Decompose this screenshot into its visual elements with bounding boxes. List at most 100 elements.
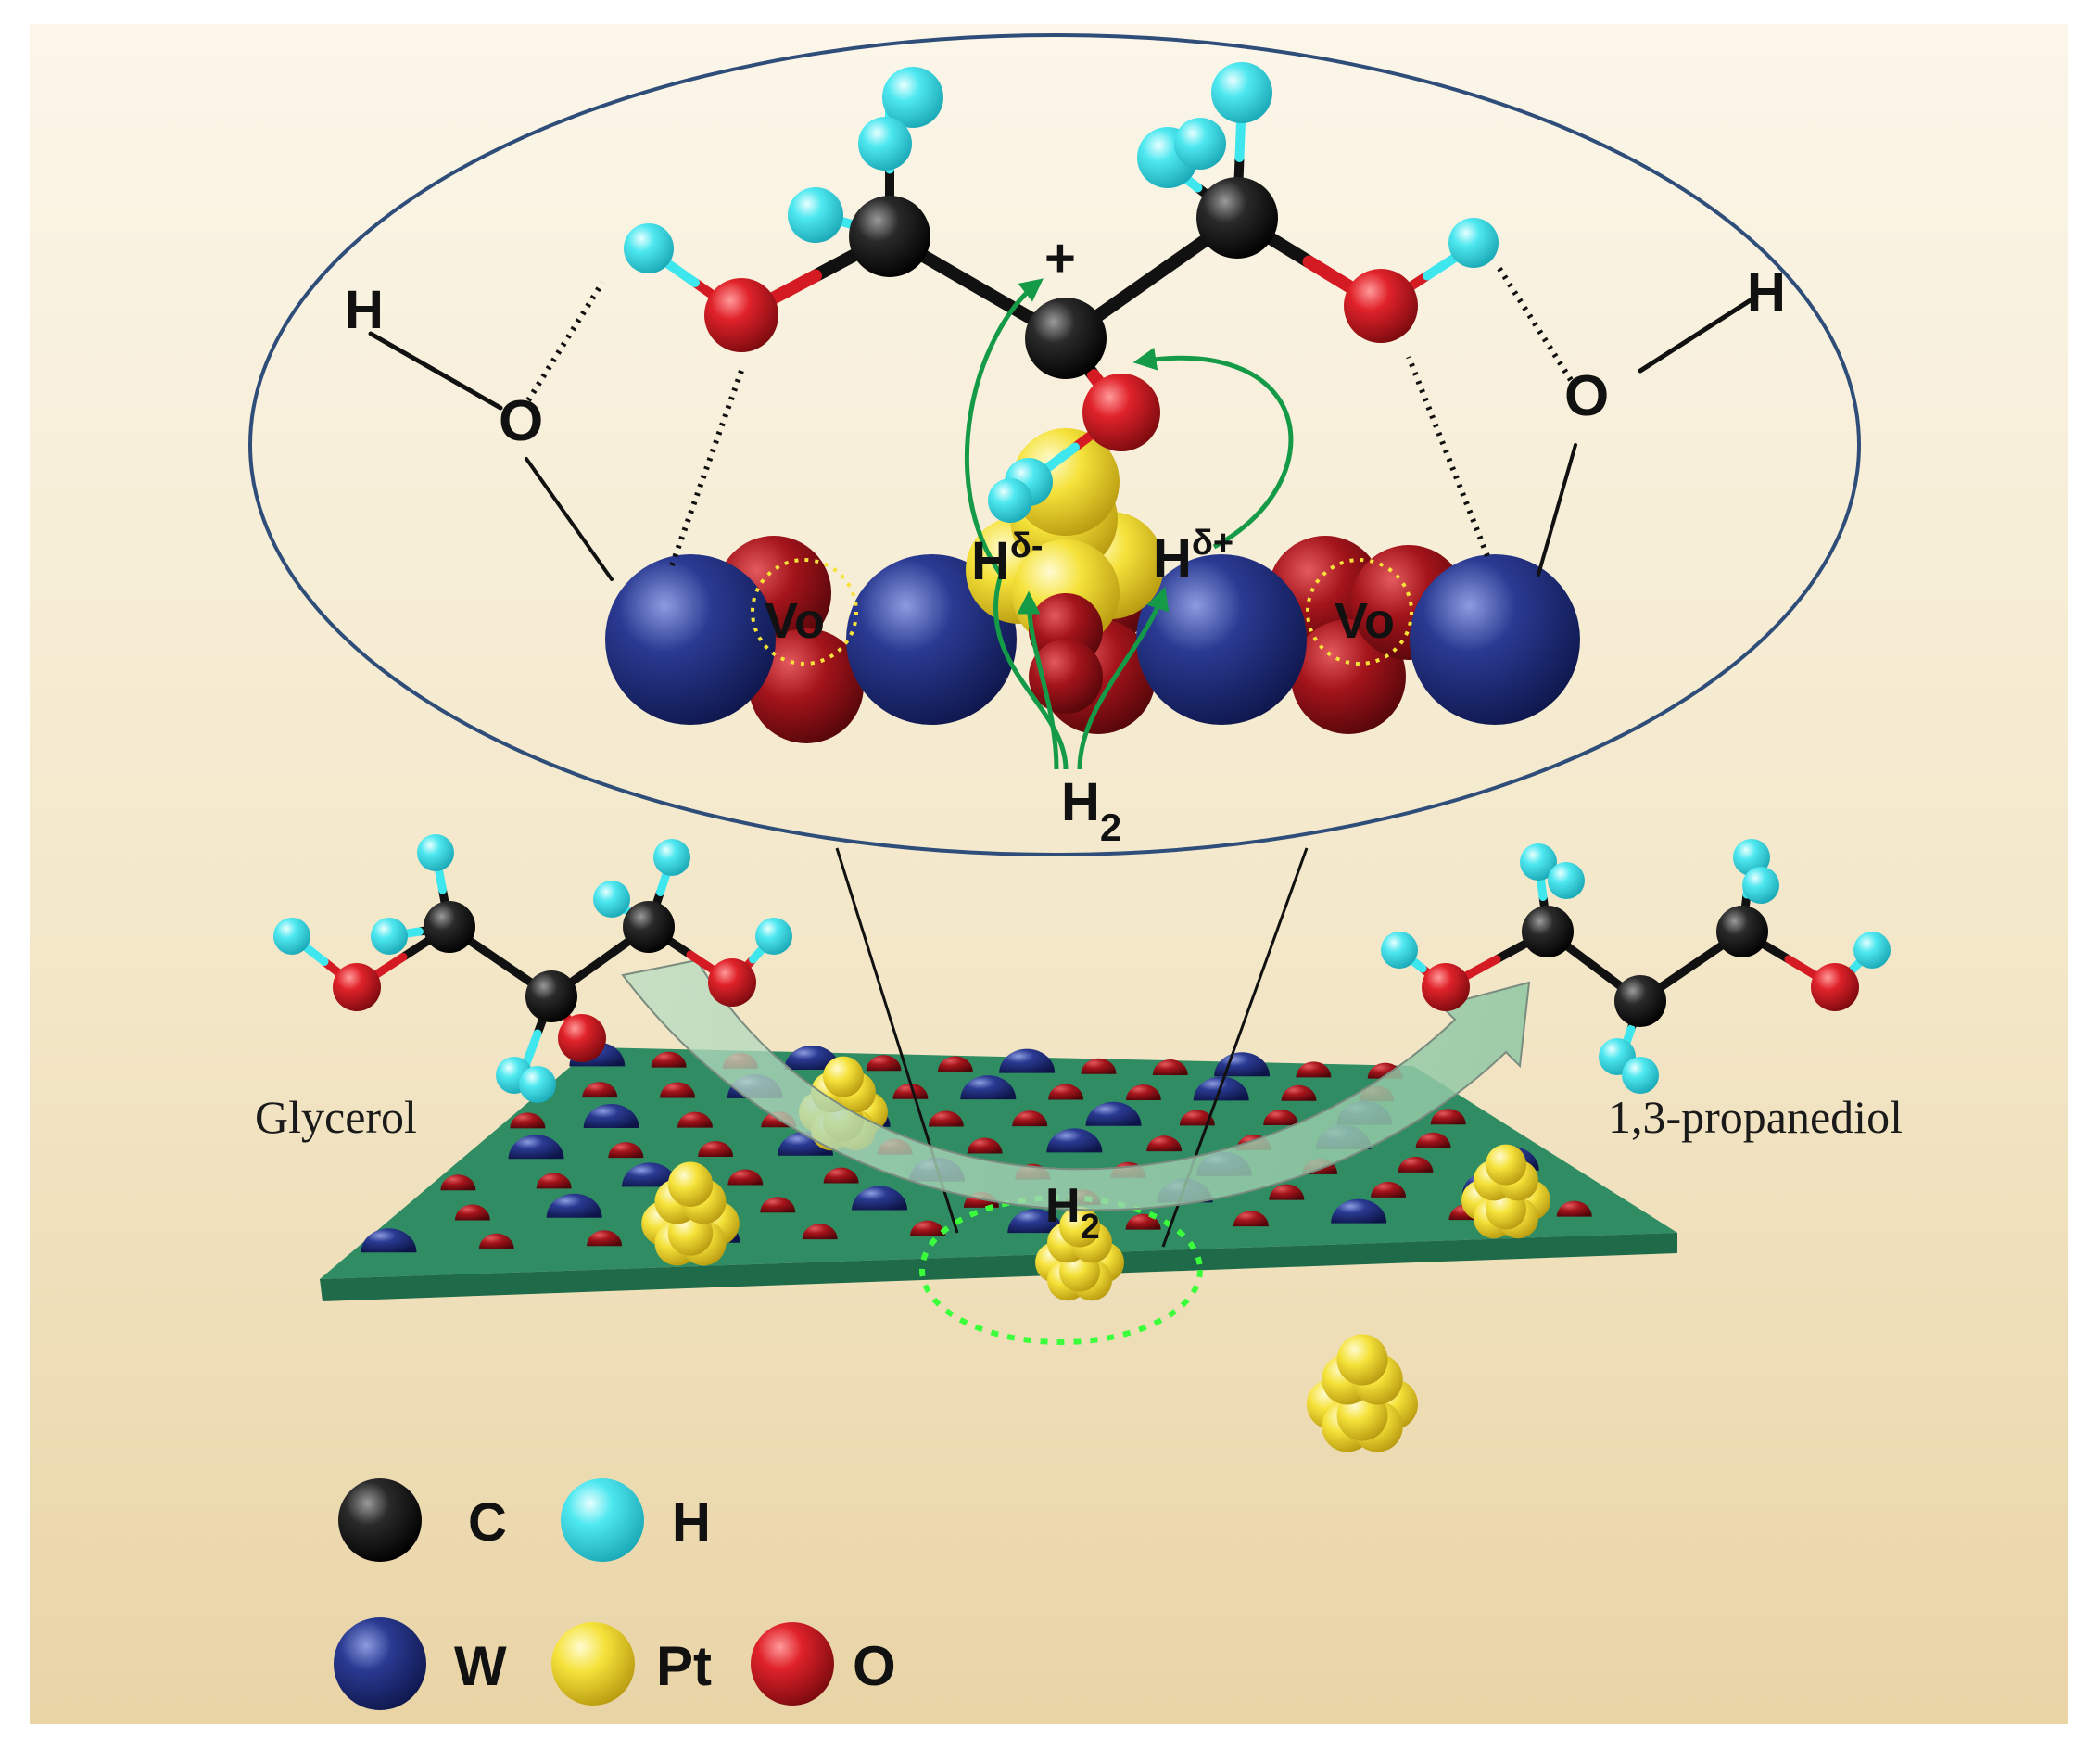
platinum-atom	[823, 1056, 864, 1097]
propanediol-label: 1,3-propanediol	[1608, 1091, 1903, 1143]
label-h-delta-minus: Hδ-	[971, 526, 1044, 591]
tungsten-atom	[1331, 1198, 1387, 1224]
oxygen-atom	[1371, 1181, 1407, 1198]
hydrogen-atom	[273, 918, 310, 955]
tungsten-atom	[999, 1048, 1056, 1073]
proton-transfer-arrow	[1132, 347, 1294, 550]
bond	[525, 457, 614, 581]
tungsten-atom	[508, 1135, 564, 1160]
platinum-atom	[1336, 1334, 1388, 1386]
vacancy-circle-right	[1306, 558, 1413, 666]
oxygen-atom	[1415, 1132, 1451, 1148]
carbon-atom	[1025, 298, 1107, 379]
proton-split-arrow	[1077, 586, 1170, 770]
oxygen-atom	[1152, 1059, 1188, 1075]
legend-carbon-atom-icon	[338, 1478, 422, 1562]
oxygen-atom	[1430, 1109, 1466, 1125]
oxygen-atom	[1012, 1110, 1048, 1127]
glycerol-molecule	[273, 834, 792, 1103]
oxygen-atom	[1398, 1156, 1434, 1173]
oxygen-atom	[651, 1051, 687, 1068]
oxygen-atom	[708, 958, 756, 1007]
oxygen-atom	[1081, 1058, 1117, 1074]
tungsten-atom	[605, 554, 776, 725]
tungsten-atom	[361, 1228, 417, 1253]
oxygen-atom	[892, 1083, 929, 1099]
hydrogen-atom	[988, 478, 1032, 523]
oxygen-atom	[704, 278, 778, 352]
legend-label-w: W	[454, 1635, 507, 1697]
oxygen-atom	[1281, 1084, 1317, 1101]
glycerol-label: Glycerol	[255, 1091, 417, 1143]
tungsten-atom	[1085, 1101, 1142, 1126]
oxygen-atom	[1082, 374, 1160, 451]
hydrogen-atom	[417, 834, 454, 871]
hydrogen-atom	[858, 117, 912, 171]
tungsten-atom	[960, 1075, 1017, 1100]
oxygen-atom	[1048, 1084, 1084, 1100]
oxygen-atom	[440, 1174, 476, 1191]
carbon-atom	[1614, 975, 1666, 1027]
hydrogen-atom	[371, 918, 408, 955]
carbon-atom	[849, 196, 930, 277]
label-vo-left: Vo	[765, 593, 825, 649]
active-site-circle	[919, 1195, 1203, 1345]
vacancy-circle-left	[751, 558, 858, 666]
hydrogen-atom	[1622, 1057, 1659, 1094]
hydrogen-bond	[669, 369, 744, 567]
bond	[1638, 294, 1759, 374]
oxygen-atom	[1179, 1110, 1215, 1126]
oxygen-atom	[1344, 269, 1418, 343]
hydrogen-atom	[624, 223, 674, 273]
oxygen-atom	[1233, 1211, 1269, 1227]
oxygen-atom	[1125, 1084, 1161, 1100]
tungsten-atom	[1007, 1209, 1064, 1234]
label-h-left: H	[345, 280, 384, 340]
oxygen-atom	[823, 1167, 859, 1184]
tungsten-atom	[1410, 554, 1580, 725]
legend-label-o: O	[853, 1635, 896, 1697]
label-plus-charge: +	[1044, 228, 1076, 288]
hydrogen-atom	[1448, 218, 1499, 268]
label-h-right: H	[1747, 262, 1786, 323]
oxygen-atom	[478, 1233, 514, 1249]
oxygen-atom	[1422, 963, 1470, 1011]
label-vo-right: Vo	[1335, 593, 1395, 649]
oxygen-atom	[928, 1110, 964, 1127]
propanediol-molecule	[1381, 839, 1891, 1094]
surface-atoms	[361, 1042, 1592, 1452]
oxygen-atom	[760, 1197, 796, 1213]
hydrogen-atom	[1548, 862, 1585, 899]
legend-hydrogen-atom-icon	[561, 1478, 644, 1562]
oxygen-atom	[937, 1056, 973, 1072]
tungsten-atom	[583, 1103, 639, 1128]
oxygen-atom	[802, 1224, 838, 1240]
platinum-atom	[1059, 1206, 1100, 1248]
tungsten-atom	[784, 1046, 841, 1071]
carbon-atom	[623, 901, 675, 953]
carbon-atom	[1716, 906, 1768, 957]
hydride-split-arrow	[1017, 590, 1059, 770]
oxygen-atom	[866, 1055, 902, 1072]
platinum-atom	[667, 1161, 714, 1207]
oxygen-atom	[333, 963, 381, 1011]
hydrogen-atom	[788, 187, 843, 243]
hydrogen-atom	[519, 1066, 556, 1103]
legend-label-pt: Pt	[656, 1635, 712, 1697]
oxygen-atom	[909, 1220, 945, 1236]
reaction-arrow	[621, 958, 1531, 1211]
oxygen-atom	[1296, 1061, 1332, 1078]
oxygen-atom	[1263, 1110, 1299, 1126]
oxygen-atom	[558, 1014, 606, 1062]
carbon-atom	[424, 901, 475, 953]
oxygen-atom	[1269, 1184, 1305, 1200]
oxygen-atom	[1146, 1135, 1183, 1152]
hydrogen-atom	[755, 918, 792, 955]
hydrogen-atom	[593, 881, 630, 918]
legend-platinum-atom-icon	[551, 1622, 635, 1706]
bond	[1537, 443, 1577, 577]
hydrogen-atom	[1742, 867, 1779, 904]
oxygen-atom	[510, 1112, 546, 1129]
